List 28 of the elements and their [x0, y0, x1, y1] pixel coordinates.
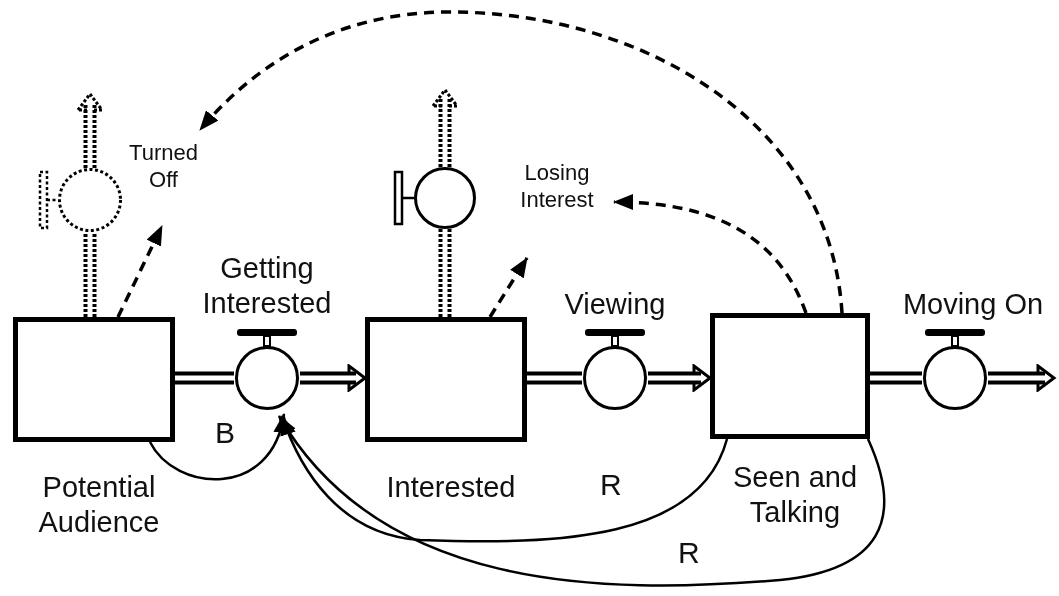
flow-pipe [438, 229, 452, 317]
flow-label: Turned Off [128, 140, 199, 194]
stock-label: Seen and Talking [731, 460, 859, 531]
flow-pipe [175, 371, 234, 385]
dashed-arrow [198, 10, 844, 314]
loop-label: R [600, 470, 622, 500]
flow-pipe [527, 371, 582, 385]
flow-label: Losing Interest [519, 160, 595, 214]
flow-pipe [988, 364, 1056, 392]
dashed-arrow [488, 257, 529, 318]
dashed-arrow [116, 225, 164, 318]
dashed-arrow [613, 194, 808, 314]
loop-label: R [678, 538, 700, 568]
flow-pipe [300, 364, 367, 392]
stock-label: Potential Audience [37, 470, 161, 541]
flow-pipe [648, 364, 712, 392]
curved-arrow [277, 415, 886, 587]
flow-pipe [870, 371, 922, 385]
loop-label: B [215, 418, 235, 448]
flow-label: Viewing [563, 287, 667, 322]
flow-label: Getting Interested [201, 251, 333, 322]
stock-label: Interested [385, 470, 517, 505]
flow-pipe [83, 232, 97, 317]
curved-arrow [280, 415, 729, 543]
flow-pipe [76, 92, 104, 168]
flow-label: Moving On [901, 287, 1045, 322]
curved-arrow [148, 413, 288, 481]
flow-pipe [431, 88, 459, 167]
